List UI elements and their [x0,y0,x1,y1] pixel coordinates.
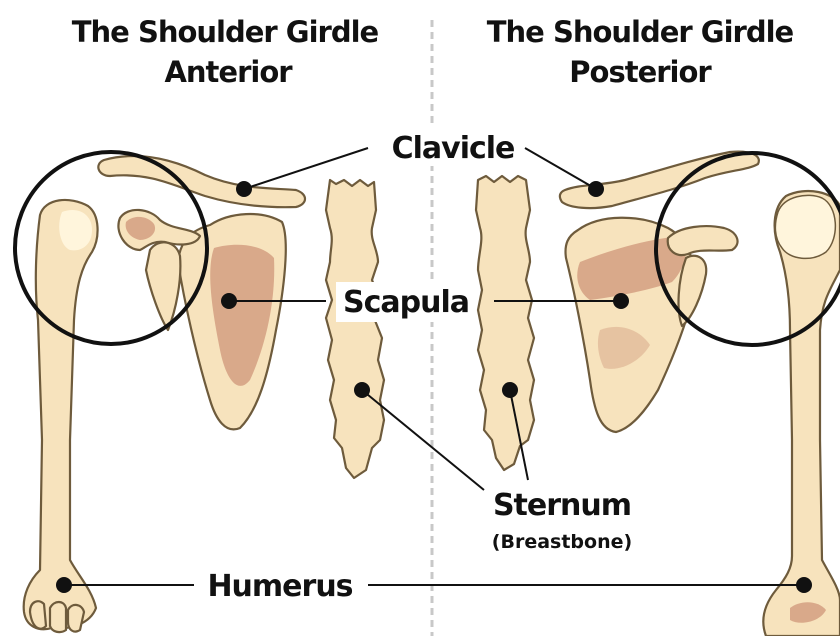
sternum-posterior [476,176,534,470]
title-anterior-line2: Anterior [164,55,293,89]
marker-scapula-anterior [221,293,237,309]
marker-sternum-anterior [354,382,370,398]
clavicle-anterior [98,156,305,207]
title-anterior-line1: The Shoulder Girdle [72,15,379,49]
leader-clavicle-posterior [525,148,596,189]
humerus-posterior-head [775,195,835,258]
humerus-anterior [24,200,98,629]
marker-humerus-anterior [56,577,72,593]
marker-clavicle-posterior [588,181,604,197]
acromion-posterior [668,226,738,255]
marker-sternum-posterior [502,382,518,398]
sternum-anterior [326,180,384,478]
marker-humerus-posterior [796,577,812,593]
label-sternum: Sternum [493,488,631,523]
marker-clavicle-anterior [236,181,252,197]
humerus-anterior-condyle-2 [50,602,66,632]
label-sternum-note: (Breastbone) [492,531,632,553]
title-posterior-line2: Posterior [569,55,712,89]
label-scapula: Scapula [343,285,469,320]
label-humerus: Humerus [207,569,352,604]
marker-scapula-posterior [613,293,629,309]
title-posterior-line1: The Shoulder Girdle [487,15,794,49]
label-clavicle: Clavicle [392,131,515,166]
clavicle-posterior [560,152,759,208]
humerus-anterior-condyle-3 [68,605,84,632]
